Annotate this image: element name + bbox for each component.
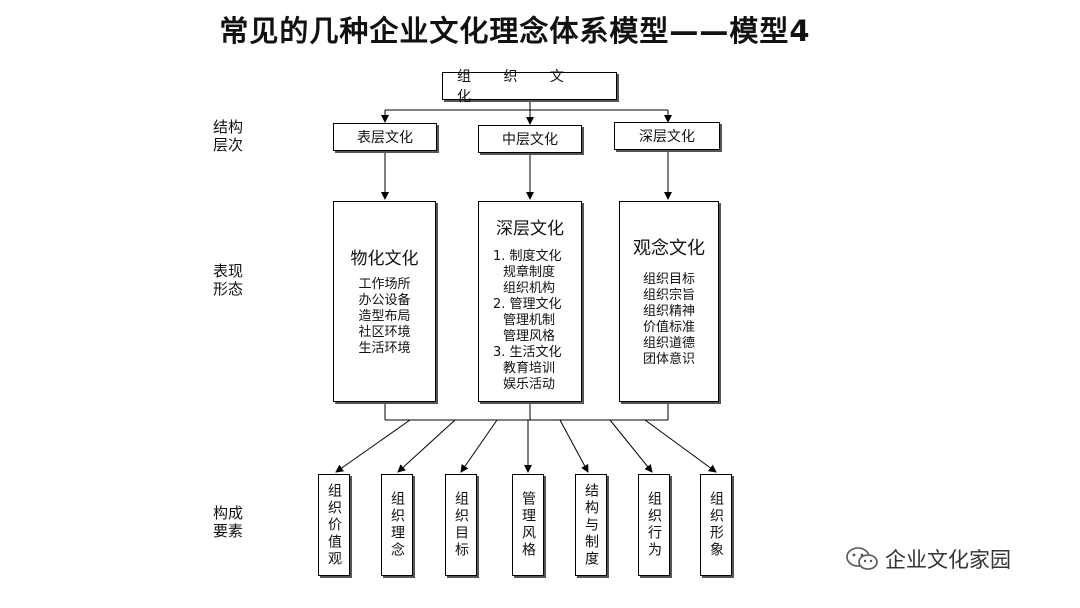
element-box: 组织行为: [638, 474, 670, 576]
element-box: 组织价值观: [318, 474, 350, 576]
element-label: 结构与制度: [583, 482, 599, 568]
label-structure: 结构层次: [212, 118, 243, 154]
root-node: 组 织 文 化: [442, 69, 617, 105]
element-box: 组织形象: [700, 474, 732, 576]
layer-deep: 深层文化: [614, 122, 720, 150]
element-label: 组织目标: [453, 491, 469, 559]
deep-group-name: 2. 管理文化: [493, 297, 562, 312]
material-item: 工作场所: [358, 277, 411, 292]
layer-surface: 表层文化: [333, 123, 437, 151]
layer-middle: 中层文化: [478, 125, 582, 153]
wechat-icon: [846, 547, 878, 570]
bus-to-element-7-arrow: [644, 419, 717, 473]
deep-group-item: 管理风格: [503, 329, 556, 344]
deep-culture-title: 深层文化: [496, 219, 564, 239]
element-label: 组织形象: [708, 491, 724, 559]
deep-group-item: 组织机构: [503, 281, 556, 296]
concept-item: 组织道德: [642, 336, 695, 351]
watermark-text: 企业文化家园: [885, 548, 1011, 572]
material-item: 生活环境: [358, 341, 411, 356]
element-label: 组织价值观: [326, 482, 342, 568]
label-form: 表现形态: [212, 262, 243, 298]
element-box: 结构与制度: [575, 474, 607, 576]
concept-culture-title: 观念文化: [633, 238, 705, 259]
deep-group-name: 1. 制度文化: [493, 249, 562, 264]
bus-to-element-6-arrow: [609, 419, 653, 473]
page-title: 常见的几种企业文化理念体系模型——模型4: [219, 14, 811, 48]
element-label: 管理风格: [520, 491, 536, 559]
deep-group-item: 娱乐活动: [503, 377, 556, 392]
deep-group-item: 管理机制: [503, 313, 556, 328]
element-label: 组织行为: [646, 491, 662, 559]
label-elements: 构成要素: [212, 504, 243, 540]
concept-item: 组织目标: [642, 272, 695, 287]
bus-to-element-3-arrow: [460, 419, 498, 473]
concept-item: 组织宗旨: [642, 288, 695, 303]
deep-group-item: 规章制度: [503, 265, 556, 280]
bus-to-element-2-arrow: [397, 419, 456, 473]
element-box: 组织目标: [445, 474, 477, 576]
deep-culture-box: 深层文化 1. 制度文化 规章制度 组织机构 2. 管理文化 管理机制 管理风格…: [478, 201, 582, 402]
deep-group-name: 3. 生活文化: [493, 345, 562, 360]
watermark: 企业文化家园: [845, 544, 1011, 574]
element-box: 管理风格: [512, 474, 544, 576]
concept-culture-box: 观念文化 组织目标 组织宗旨 组织精神 价值标准 组织道德 团体意识: [619, 201, 719, 402]
material-item: 办公设备: [358, 293, 411, 308]
element-box: 组织理念: [381, 474, 413, 576]
concept-item: 价值标准: [642, 320, 695, 335]
deep-group-item: 教育培训: [503, 361, 556, 376]
material-culture-box: 物化文化 工作场所 办公设备 造型布局 社区环境 生活环境: [333, 201, 436, 402]
concept-item: 组织精神: [642, 304, 695, 319]
element-label: 组织理念: [389, 491, 405, 559]
concept-item: 团体意识: [642, 352, 695, 367]
bus-to-element-1-arrow: [335, 419, 411, 473]
bus-to-element-5-arrow: [559, 419, 589, 473]
material-culture-title: 物化文化: [350, 249, 419, 269]
material-item: 社区环境: [358, 325, 411, 340]
material-item: 造型布局: [358, 309, 411, 324]
